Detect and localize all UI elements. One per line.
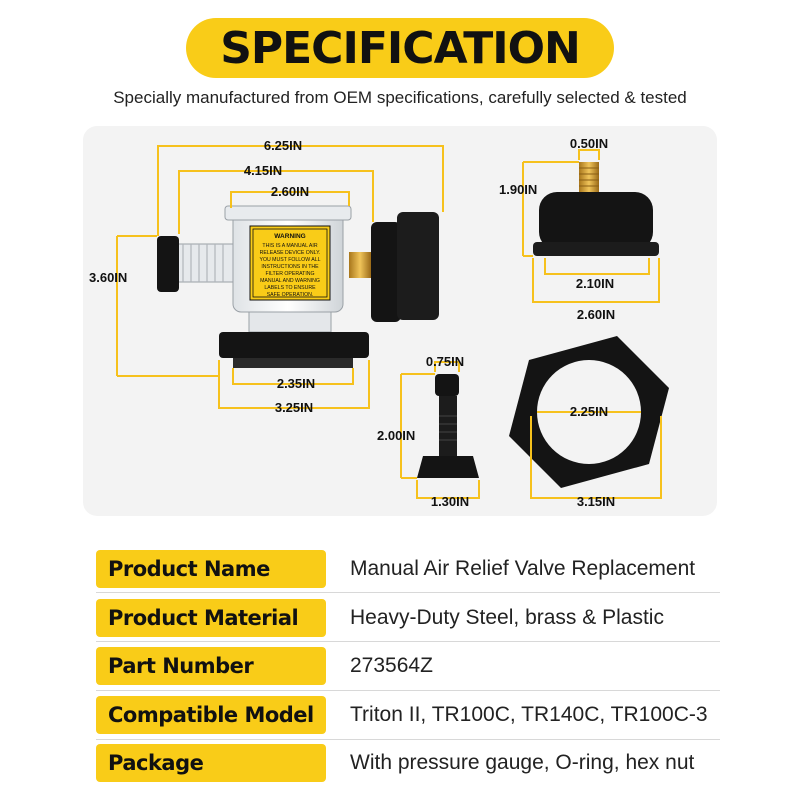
dim-stem-width: 0.50IN (570, 136, 608, 151)
spec-value: Heavy-Duty Steel, brass & Plastic (350, 606, 664, 629)
knob-base (417, 456, 479, 478)
gauge-body (539, 192, 653, 250)
row-divider (96, 592, 720, 593)
svg-text:MANUAL AND WARNING: MANUAL AND WARNING (260, 278, 320, 284)
warning-title: WARNING (274, 233, 305, 240)
svg-text:YOU MUST FOLLOW ALL: YOU MUST FOLLOW ALL (259, 257, 320, 263)
gauge-brass-stem (579, 162, 599, 192)
dim-nut-inner: 2.25IN (570, 404, 608, 419)
dim-base-outer: 3.25IN (275, 400, 313, 415)
knob-tip (435, 374, 459, 396)
svg-text:SAFE OPERATION.: SAFE OPERATION. (267, 292, 314, 298)
svg-text:FILTER OPERATING: FILTER OPERATING (265, 271, 314, 277)
svg-text:LABELS TO ENSURE: LABELS TO ENSURE (264, 285, 316, 291)
spec-row-package: Package With pressure gauge, O-ring, hex… (96, 744, 720, 782)
spec-value: With pressure gauge, O-ring, hex nut (350, 751, 695, 774)
dim-total-width: 6.25IN (264, 138, 302, 153)
dim-gauge-height: 1.90IN (499, 182, 537, 197)
hex-nut: 2.25IN 3.15IN (509, 336, 669, 509)
dim-body-width: 2.60IN (271, 184, 309, 199)
spec-label: Part Number (96, 647, 326, 685)
base-ring (219, 332, 369, 358)
spec-value: Manual Air Relief Valve Replacement (350, 557, 696, 580)
page-title: SPECIFICATION (220, 22, 581, 74)
svg-text:RELEASE DEVICE ONLY.: RELEASE DEVICE ONLY. (260, 250, 321, 256)
threaded-pipe (174, 243, 236, 283)
dimension-diagram: WARNING THIS IS A MANUAL AIR RELEASE DEV… (89, 136, 669, 509)
spec-label: Product Material (96, 599, 326, 637)
page-subtitle: Specially manufactured from OEM specific… (113, 88, 687, 107)
spec-row-product-name: Product Name Manual Air Relief Valve Rep… (96, 550, 720, 588)
spec-row-product-material: Product Material Heavy-Duty Steel, brass… (96, 599, 720, 637)
dim-knob-base: 1.30IN (431, 494, 469, 509)
row-divider (96, 641, 720, 642)
warning-label (249, 225, 331, 301)
dim-gauge-outer: 2.60IN (577, 307, 615, 322)
dim-base-inner: 2.35IN (277, 376, 315, 391)
spec-row-part-number: Part Number 273564Z (96, 647, 720, 685)
dim-gauge-inner: 2.10IN (576, 276, 614, 291)
spec-label: Product Name (96, 550, 326, 588)
valve-dimension-lines (116, 145, 444, 409)
svg-text:INSTRUCTIONS IN THE: INSTRUCTIONS IN THE (261, 264, 319, 270)
dim-nut-outer: 3.15IN (577, 494, 615, 509)
knob-dimension-lines (400, 361, 480, 499)
relief-knob: 0.75IN 2.00IN 1.30IN (377, 354, 480, 509)
svg-text:THIS IS A MANUAL AIR: THIS IS A MANUAL AIR (262, 243, 317, 249)
spec-label: Package (96, 744, 326, 782)
gauge-dimension-lines (522, 149, 660, 303)
spec-value: 273564Z (350, 654, 433, 677)
dim-mid-width: 4.15IN (244, 163, 282, 178)
nut-dimension-lines (530, 411, 662, 499)
brass-fitting (349, 252, 371, 278)
dim-height: 3.60IN (89, 270, 127, 285)
dim-knob-tip: 0.75IN (426, 354, 464, 369)
valve-assembly: WARNING THIS IS A MANUAL AIR RELEASE DEV… (89, 138, 444, 415)
spec-row-compatible-model: Compatible Model Triton II, TR100C, TR14… (96, 696, 720, 734)
title-banner: SPECIFICATION (186, 18, 614, 78)
dimension-diagram-panel: WARNING THIS IS A MANUAL AIR RELEASE DEV… (83, 126, 717, 516)
pressure-gauge: 0.50IN 1.90IN 2.10IN 2.60IN (499, 136, 660, 322)
row-divider (96, 690, 720, 691)
dim-knob-height: 2.00IN (377, 428, 415, 443)
left-knob (157, 236, 179, 292)
spec-value: Triton II, TR100C, TR140C, TR100C-3 (350, 703, 708, 726)
side-gauge (371, 222, 401, 322)
row-divider (96, 739, 720, 740)
spec-label: Compatible Model (96, 696, 326, 734)
